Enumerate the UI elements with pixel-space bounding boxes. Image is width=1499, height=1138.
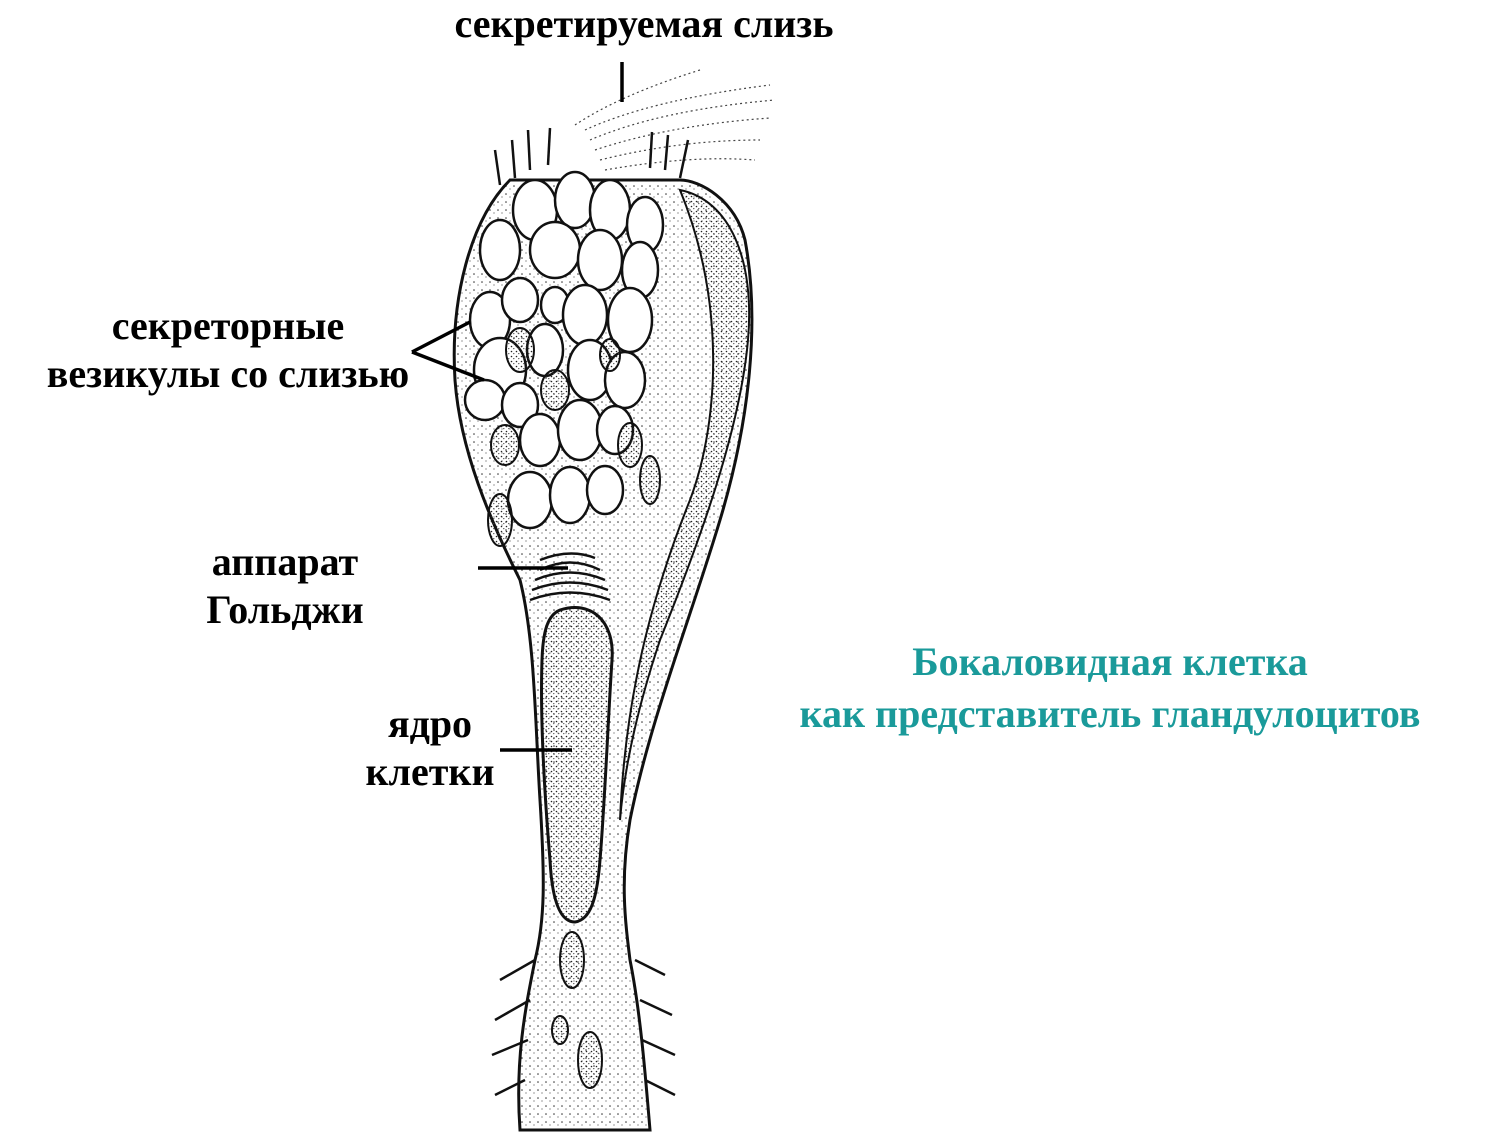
- diagram-title-line2: как представитель гландулоцитов: [720, 688, 1499, 740]
- label-golgi-line1: аппарат: [180, 538, 390, 586]
- secreted-mucus-strands: [575, 70, 775, 170]
- diagram-title-line1: Бокаловидная клетка: [720, 636, 1499, 688]
- label-nucleus-line1: ядро: [350, 700, 510, 748]
- label-golgi-apparatus: аппарат Гольджи: [180, 538, 390, 634]
- label-secreted-mucus-text: секретируемая слизь: [414, 0, 874, 48]
- label-secretory-vesicles-line1: секреторные: [8, 302, 448, 350]
- diagram-title: Бокаловидная клетка как представитель гл…: [720, 636, 1499, 740]
- apical-microvilli: [495, 128, 688, 185]
- label-secretory-vesicles: секреторные везикулы со слизью: [8, 302, 448, 398]
- label-nucleus-line2: клетки: [350, 748, 510, 796]
- label-golgi-line2: Гольджи: [180, 586, 390, 634]
- label-secretory-vesicles-line2: везикулы со слизью: [8, 350, 448, 398]
- label-cell-nucleus: ядро клетки: [350, 700, 510, 796]
- label-secreted-mucus: секретируемая слизь: [414, 0, 874, 48]
